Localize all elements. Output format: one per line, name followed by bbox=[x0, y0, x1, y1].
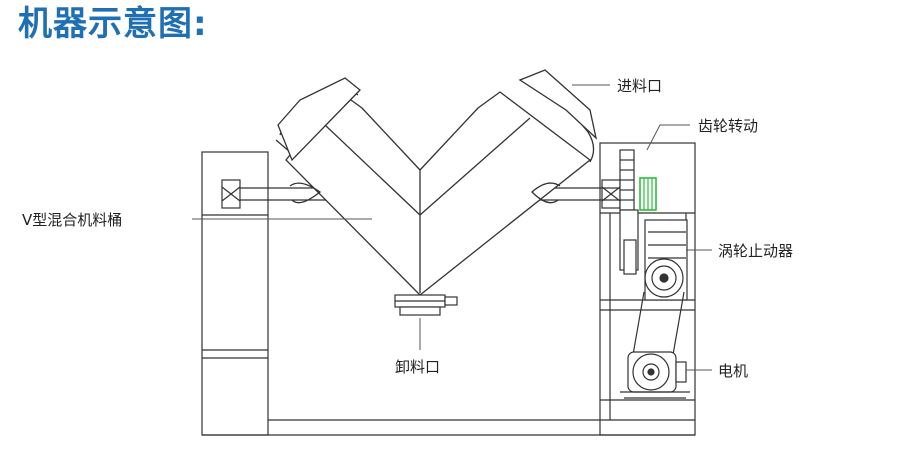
outlet-valve bbox=[394, 294, 458, 316]
base-frame bbox=[202, 419, 695, 436]
page-title: 机器示意图: bbox=[18, 4, 208, 44]
left-frame bbox=[201, 151, 269, 436]
label-worm-reducer: 涡轮止动器 bbox=[718, 242, 793, 260]
motor bbox=[620, 351, 690, 399]
v-barrel bbox=[275, 69, 598, 296]
gear-drive bbox=[619, 149, 657, 275]
label-gear: 齿轮转动 bbox=[698, 117, 758, 135]
worm-reducer bbox=[644, 219, 688, 301]
right-frame bbox=[599, 142, 696, 436]
label-v-barrel: V型混合机料桶 bbox=[22, 211, 122, 229]
label-inlet: 进料口 bbox=[617, 77, 662, 95]
label-outlet: 卸料口 bbox=[395, 358, 440, 376]
leader-lines bbox=[192, 84, 712, 371]
label-motor: 电机 bbox=[718, 362, 748, 380]
